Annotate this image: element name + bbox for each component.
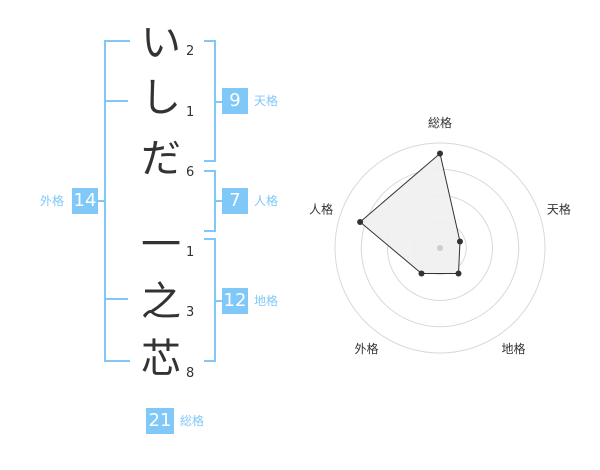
stroke-count-6: 8 [186, 366, 195, 381]
chikaku-connector [214, 300, 222, 302]
radar-point-1 [437, 150, 443, 157]
name-char-2: し [141, 75, 181, 121]
tenkaku-connector [214, 101, 222, 103]
radar-axis-label-5: 人格 [309, 201, 333, 216]
chikaku-label: 地格 [254, 294, 279, 308]
jinkaku-connector [214, 200, 222, 202]
name-char-5: 之 [141, 279, 181, 325]
stroke-count-4: 1 [186, 245, 195, 260]
soukaku-label: 総格 [180, 414, 205, 428]
gaikaku-bracket [104, 40, 130, 362]
chikaku-badge: 12 [222, 288, 248, 314]
radar-axis-label-4: 外格 [355, 341, 379, 356]
radar-axis-label-2: 天格 [547, 201, 571, 216]
radar-ring-4 [334, 142, 546, 354]
stroke-count-1: 2 [186, 44, 195, 59]
radar-center-dot [437, 245, 443, 251]
gaikaku-badge: 14 [72, 188, 98, 214]
tenkaku-label: 天格 [254, 94, 279, 108]
jinkaku-label: 人格 [254, 194, 279, 208]
radar-point-4 [418, 270, 425, 277]
gaikaku-tick-upper [104, 100, 128, 102]
tenkaku-badge: 9 [222, 88, 248, 114]
radar-area [359, 152, 461, 274]
name-char-4: 一 [141, 222, 181, 268]
stroke-count-5: 3 [186, 305, 195, 320]
radar-axis-label-3: 地格 [501, 341, 525, 356]
radar-point-3 [455, 270, 462, 277]
soukaku-badge: 21 [146, 408, 174, 434]
radar-point-5 [357, 219, 364, 226]
radar-point-2 [456, 238, 463, 245]
gaikaku-tick-lower [104, 298, 128, 300]
stroke-count-2: 1 [186, 105, 195, 120]
name-char-1: い [141, 20, 181, 66]
stroke-count-3: 6 [186, 165, 195, 180]
name-char-3: だ [141, 136, 181, 182]
gaikaku-connector [98, 200, 104, 202]
jinkaku-badge: 7 [222, 188, 248, 214]
gaikaku-label: 外格 [40, 194, 65, 208]
radar-axis-label-1: 総格 [428, 115, 452, 130]
name-char-6: 芯 [141, 336, 181, 382]
